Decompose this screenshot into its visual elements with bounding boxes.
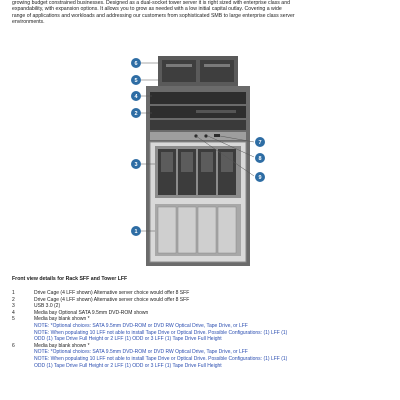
media-bay-4 xyxy=(150,120,246,130)
legend-text: Drive Cage (4 LFF shown) Alternative ser… xyxy=(34,290,190,296)
callout-5 xyxy=(131,75,141,85)
callout-1 xyxy=(131,226,141,236)
legend-text: USB 3.0 (2) xyxy=(34,303,61,310)
legend-item: 1 Drive Cage (4 LFF shown) Alternative se… xyxy=(12,290,392,297)
legend-item: NOTE: *Optional choices: SATA 9.5mm DVD-… xyxy=(12,323,392,330)
legend-note: NOTE: *Optional choices: SATA 9.5mm DVD-… xyxy=(34,322,248,329)
figure-caption: Front view details for Rack SFF and Towe… xyxy=(12,276,128,282)
legend-note: ODD (1) Tape Drive Full Height or 2 LFF … xyxy=(34,362,222,369)
callout-circles xyxy=(131,58,265,236)
callout-label: 1 xyxy=(134,229,137,235)
legend-item: 4 Media bay Optional SATA 9.5mm DVD-ROM s… xyxy=(12,310,392,317)
legend-number: 5 xyxy=(12,316,15,323)
callout-label: 8 xyxy=(258,156,261,162)
legend-number: 3 xyxy=(12,303,15,310)
legend-text: Drive Cage (4 LFF shown) Alternative ser… xyxy=(34,296,190,303)
legend-item: NOTE: When populating 10 LFF not able to… xyxy=(12,356,392,363)
legend-item: 5 Media bay blank shown * xyxy=(12,316,392,323)
legend-item: 6 Media bay blank shown * xyxy=(12,343,392,350)
intro-line: expandability, with expansion options. I… xyxy=(12,6,282,13)
intro-line: range of applications and workloads and … xyxy=(12,12,295,19)
legend-note: NOTE: *Optional choices: SATA 9.5mm DVD-… xyxy=(34,349,248,356)
legend-number: 6 xyxy=(12,342,15,349)
callout-label: 7 xyxy=(258,140,261,146)
psu-bay xyxy=(162,60,196,82)
callout-9 xyxy=(255,172,265,182)
media-bay-5 xyxy=(150,92,246,104)
callout-label: 5 xyxy=(134,78,137,84)
intro-paragraph: growing budget constrained businesses. D… xyxy=(12,0,384,26)
legend-item: 3 USB 3.0 (2) xyxy=(12,303,392,310)
psu-bay xyxy=(200,60,234,82)
callout-label: 4 xyxy=(134,94,138,100)
legend-number: 2 xyxy=(12,296,15,303)
intro-line: environments. xyxy=(12,19,45,26)
callout-7 xyxy=(255,137,265,147)
callout-label: 3 xyxy=(134,162,137,168)
legend-text: Media bay blank shown * xyxy=(34,316,90,323)
legend-item: ODD (1) Tape Drive Full Height or 2 LFF … xyxy=(12,363,392,370)
legend-text: Media bay blank shown * xyxy=(34,342,90,349)
callout-label: 2 xyxy=(134,111,137,117)
callout-6 xyxy=(131,58,141,68)
legend-number: 1 xyxy=(12,290,15,296)
callout-4 xyxy=(131,91,141,101)
legend-item: NOTE: When populating 10 LFF not able to… xyxy=(12,330,392,337)
intro-line: growing budget constrained businesses. D… xyxy=(12,0,290,6)
callout-8 xyxy=(255,153,265,163)
legend-item: ODD (1) Tape Drive Full Height or 2 LFF … xyxy=(12,336,392,343)
legend-text: Media bay Optional SATA 9.5mm DVD-ROM sh… xyxy=(34,309,149,316)
legend-number: 4 xyxy=(12,309,15,316)
legend-item: 2 Drive Cage (4 LFF shown) Alternative se… xyxy=(12,297,392,304)
legend-note: ODD (1) Tape Drive Full Height or 2 LFF … xyxy=(34,336,222,343)
control-panel xyxy=(150,132,246,140)
callout-2 xyxy=(131,108,141,118)
callout-label: 9 xyxy=(258,175,261,181)
legend-note: NOTE: When populating 10 LFF not able to… xyxy=(34,355,288,362)
callout-3 xyxy=(131,159,141,169)
drive-trays-lower xyxy=(157,206,237,254)
legend-note: NOTE: When populating 10 LFF not able to… xyxy=(34,329,288,336)
legend-item: NOTE: *Optional choices: SATA 9.5mm DVD-… xyxy=(12,349,392,356)
callout-label: 6 xyxy=(134,61,137,67)
